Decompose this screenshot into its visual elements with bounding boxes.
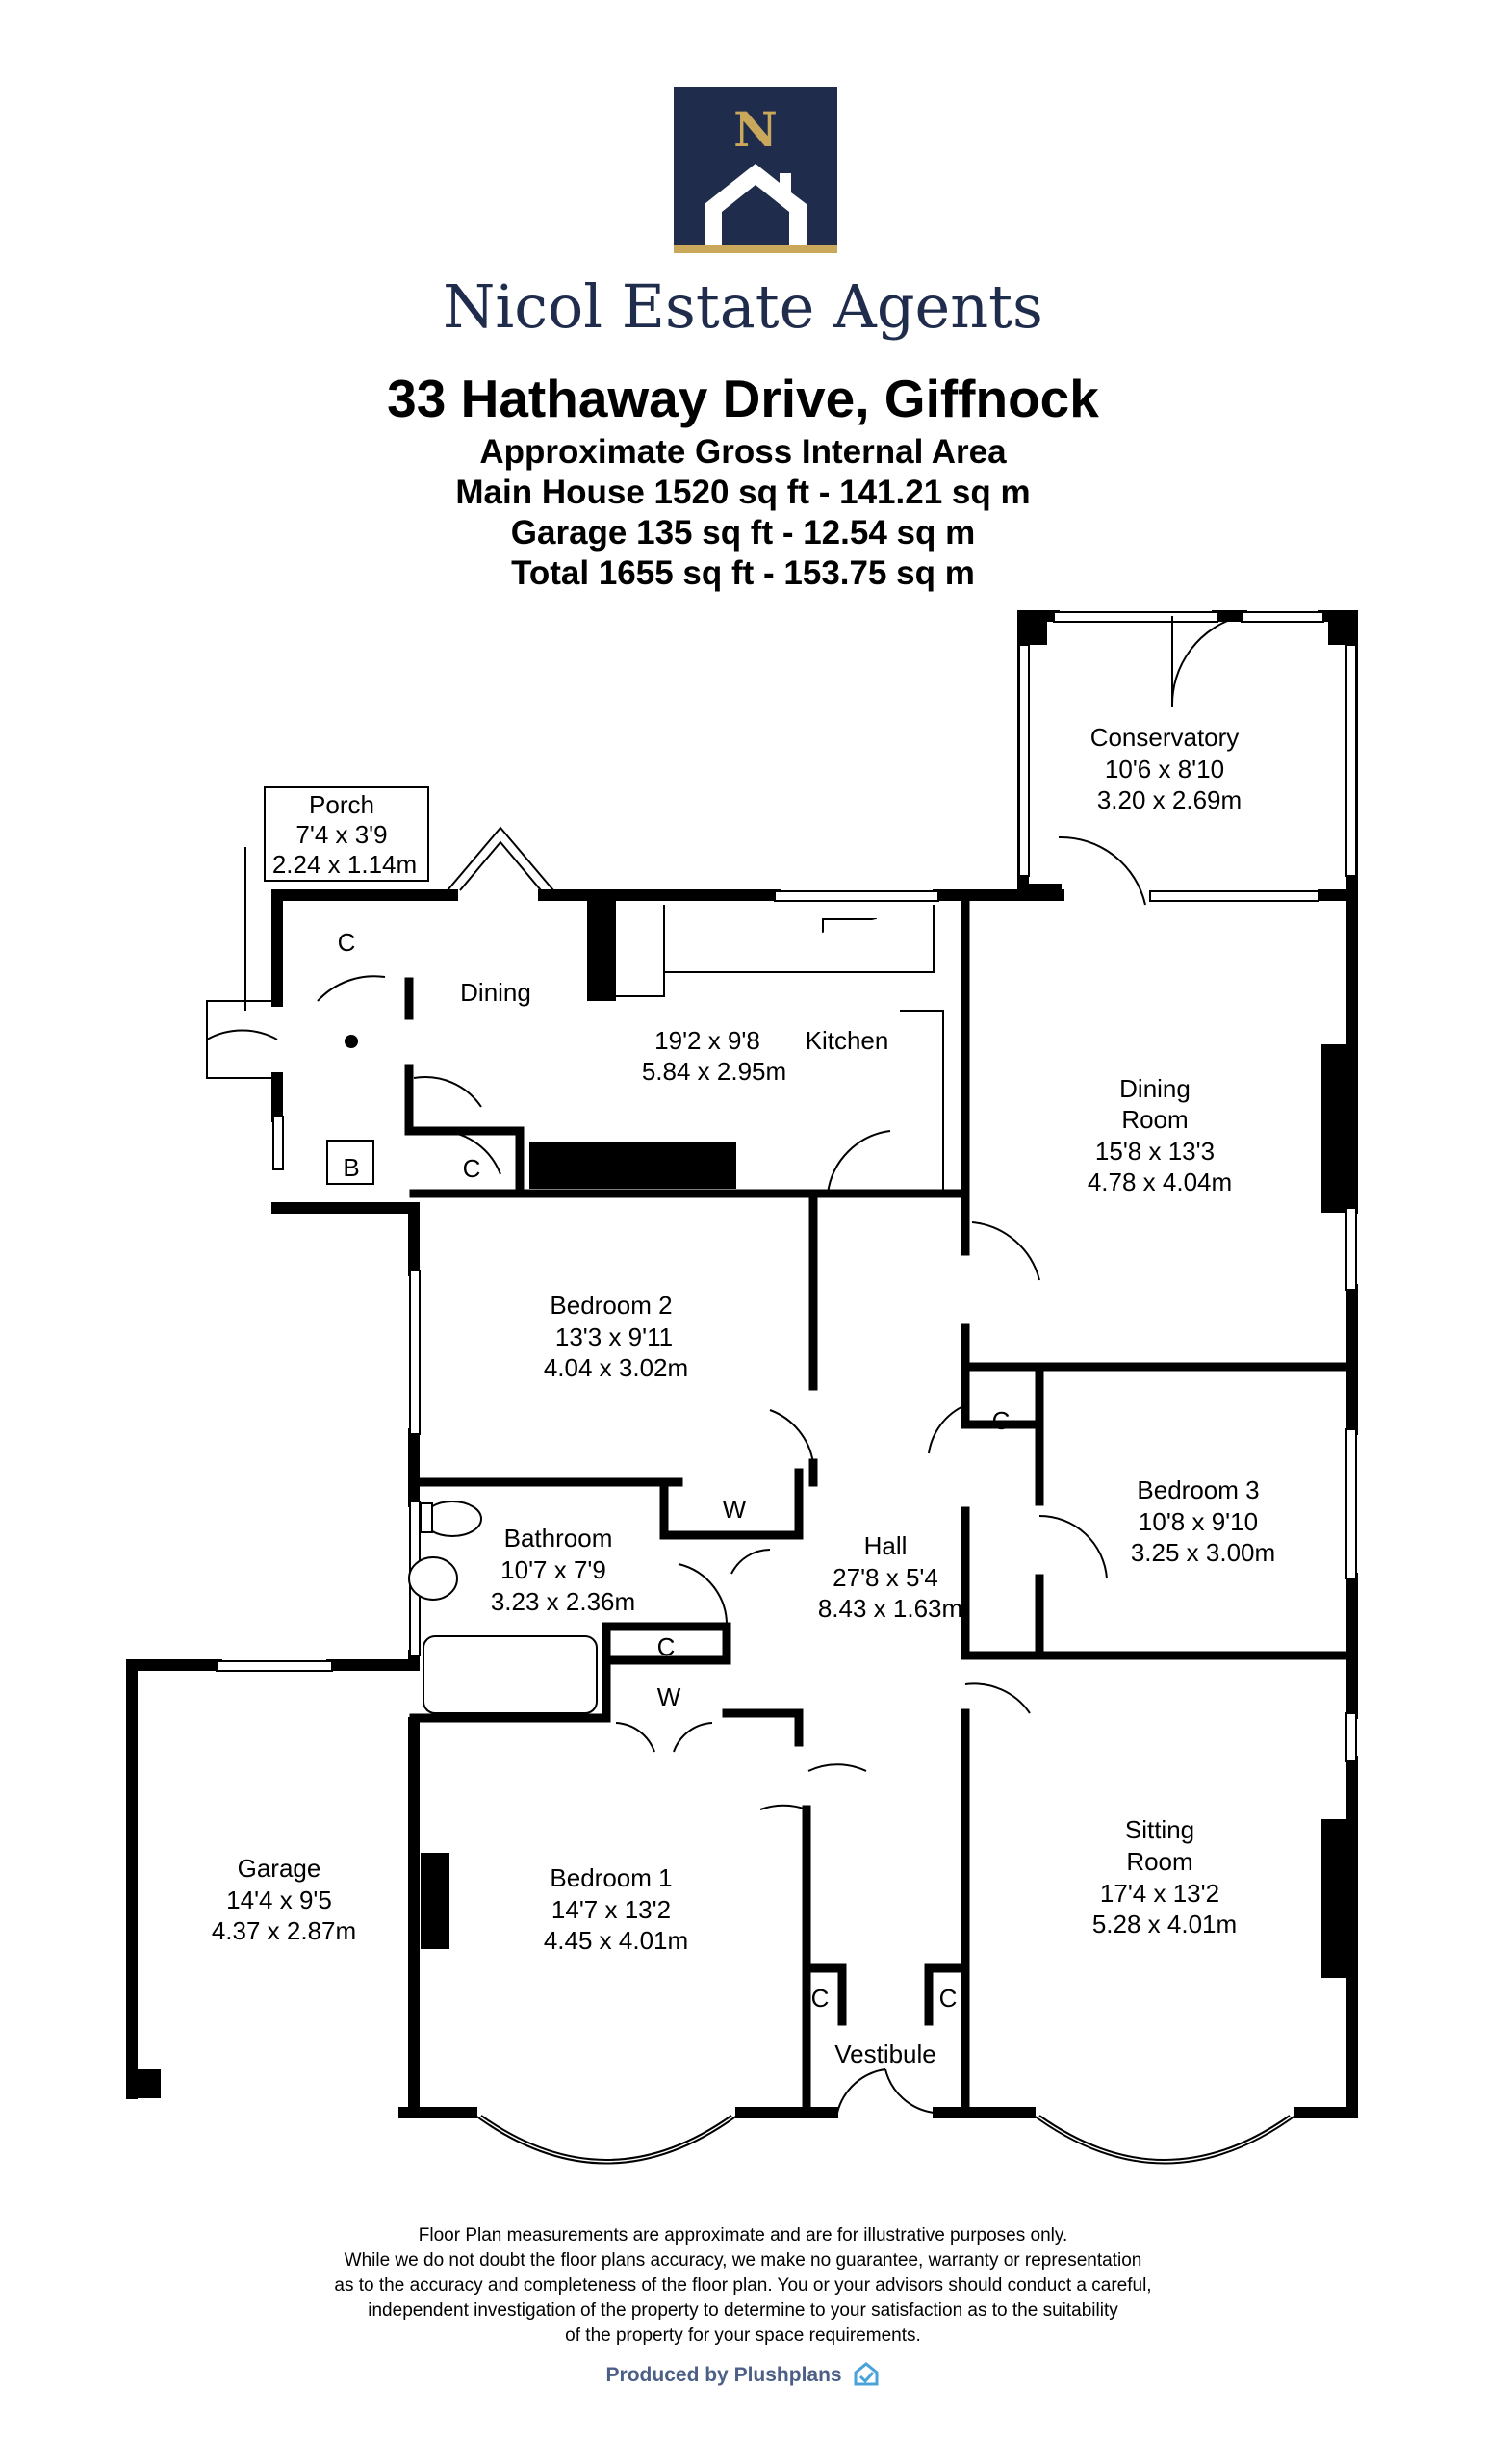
- bedroom1-metric: 4.45 x 4.01m: [544, 1926, 688, 1955]
- porch-imperial: 7'4 x 3'9: [295, 820, 387, 849]
- doors: [206, 615, 1243, 2114]
- bathtub: [423, 1635, 598, 1714]
- bedroom2-metric: 4.04 x 3.02m: [544, 1353, 688, 1382]
- disclaimer-line: of the property for your space requireme…: [565, 2325, 921, 2346]
- garage-imperial: 14'4 x 9'5: [226, 1886, 332, 1914]
- sitting-room-name-1: Sitting: [1125, 1815, 1194, 1844]
- dining-room-imperial: 15'8 x 13'3: [1095, 1137, 1215, 1166]
- total-area: Total 1655 sq ft - 153.75 sq m: [511, 554, 975, 592]
- sitting-room-imperial: 17'4 x 13'2: [1100, 1879, 1219, 1908]
- bedroom2-imperial: 13'3 x 9'11: [555, 1322, 673, 1351]
- plushplans-icon: [854, 2362, 879, 2386]
- conservatory-imperial: 10'6 x 8'10: [1105, 755, 1224, 783]
- windows: [216, 611, 1357, 1762]
- sitting-room-name-2: Room: [1126, 1847, 1192, 1876]
- garage-area: Garage 135 sq ft - 12.54 sq m: [510, 514, 976, 552]
- disclaimer-line: as to the accuracy and completeness of t…: [334, 2275, 1152, 2296]
- hall-name: Hall: [864, 1531, 908, 1560]
- bedroom3-metric: 3.25 x 3.00m: [1131, 1538, 1275, 1567]
- bedroom3-name: Bedroom 3: [1137, 1476, 1259, 1504]
- disclaimer-line: Floor Plan measurements are approximate …: [418, 2225, 1068, 2246]
- kitchen-name: Kitchen: [806, 1026, 889, 1055]
- bathroom-metric: 3.23 x 2.36m: [491, 1587, 635, 1616]
- agency-name: Nicol Estate Agents: [443, 271, 1043, 342]
- disclaimer-line: While we do not doubt the floor plans ac…: [344, 2250, 1142, 2271]
- dining-name: Dining: [460, 978, 531, 1007]
- porch-outline: [244, 786, 429, 1011]
- bathroom-name: Bathroom: [504, 1524, 613, 1553]
- cupboard-label: C: [992, 1406, 1011, 1435]
- area-heading: Approximate Gross Internal Area: [479, 433, 1007, 471]
- chimney-blocks: [132, 616, 1352, 2098]
- logo: N: [674, 87, 837, 253]
- wardrobe-label: W: [657, 1682, 681, 1711]
- bedroom2-name: Bedroom 2: [550, 1291, 672, 1320]
- sitting-room-metric: 5.28 x 4.01m: [1092, 1910, 1237, 1938]
- cupboard-label: C: [463, 1154, 481, 1183]
- fixtures: [345, 905, 944, 1714]
- bathroom-imperial: 10'7 x 7'9: [500, 1555, 606, 1584]
- produced-by: Produced by Plushplans: [0, 2361, 1486, 2387]
- garage-name: Garage: [238, 1854, 321, 1883]
- bay-windows: [447, 826, 1300, 2165]
- main-house-area: Main House 1520 sq ft - 141.21 sq m: [455, 474, 1031, 511]
- boiler-label: B: [343, 1153, 359, 1182]
- porch-metric: 2.24 x 1.14m: [272, 850, 417, 879]
- hall-metric: 8.43 x 1.63m: [818, 1594, 962, 1623]
- basin: [408, 1556, 458, 1601]
- cupboard-label: C: [939, 1984, 958, 2013]
- dining-room-name-1: Dining: [1119, 1074, 1191, 1103]
- disclaimer: Floor Plan measurements are approximate …: [0, 2223, 1486, 2348]
- wardrobe-label: W: [723, 1495, 747, 1524]
- porch-name: Porch: [309, 790, 374, 819]
- hall-imperial: 27'8 x 5'4: [833, 1563, 938, 1592]
- conservatory-name: Conservatory: [1090, 723, 1240, 752]
- vestibule-name: Vestibule: [834, 2040, 936, 2068]
- cupboard-label: C: [811, 1984, 830, 2013]
- logo-monogram: N: [733, 101, 778, 158]
- kitchen-metric: 5.84 x 2.95m: [642, 1057, 786, 1086]
- bedroom3-imperial: 10'8 x 9'10: [1139, 1507, 1258, 1536]
- bedroom1-imperial: 14'7 x 13'2: [551, 1895, 671, 1924]
- dining-room-metric: 4.78 x 4.04m: [1088, 1168, 1232, 1196]
- house-icon: [705, 164, 807, 245]
- disclaimer-line: independent investigation of the propert…: [368, 2300, 1118, 2321]
- dining-room-name-2: Room: [1121, 1105, 1188, 1134]
- conservatory-metric: 3.20 x 2.69m: [1097, 785, 1242, 814]
- bedroom1-name: Bedroom 1: [550, 1863, 672, 1892]
- cupboard-label: C: [338, 928, 356, 957]
- garage-metric: 4.37 x 2.87m: [212, 1916, 356, 1945]
- cupboard-label: C: [657, 1632, 676, 1661]
- property-address: 33 Hathaway Drive, Giffnock: [387, 369, 1099, 428]
- kitchen-imperial: 19'2 x 9'8: [654, 1026, 760, 1055]
- produced-by-text: Produced by Plushplans: [605, 2364, 842, 2386]
